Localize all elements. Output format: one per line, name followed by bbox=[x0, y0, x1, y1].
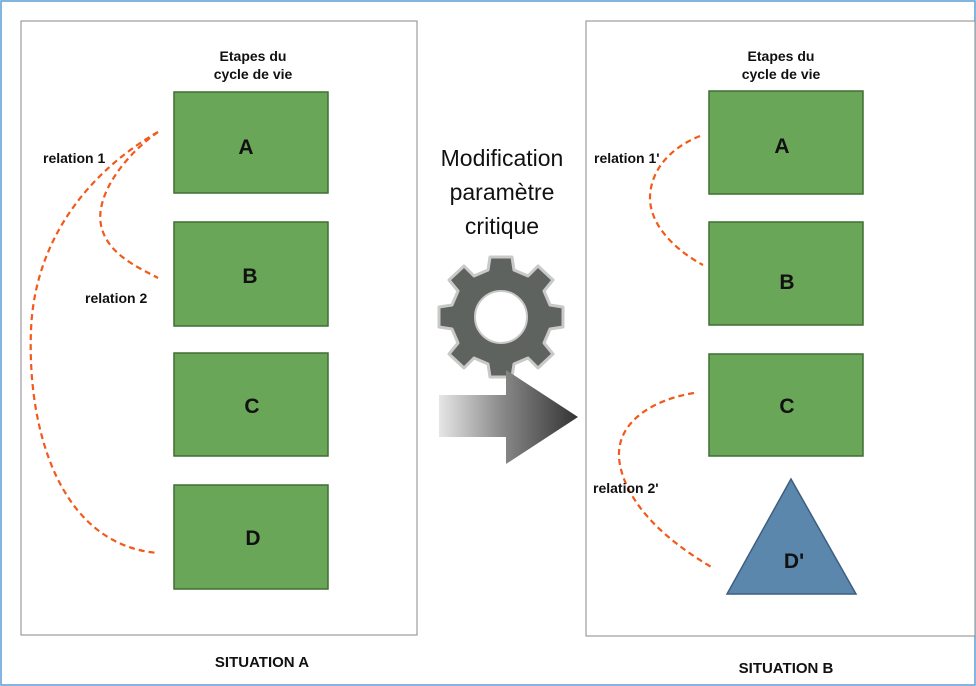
stage-c-label: C bbox=[244, 395, 259, 418]
stage-c-box: C bbox=[173, 352, 329, 457]
situation-b-panel: Etapes du cycle de vie A B C D' relation… bbox=[585, 20, 976, 677]
gear-icon bbox=[437, 255, 565, 379]
situation-a-panel: Etapes du cycle de vie A B C D relation … bbox=[20, 20, 418, 671]
panel-b-title-line-1: Etapes du bbox=[748, 48, 815, 64]
relation-1-label: relation 1 bbox=[43, 150, 105, 166]
panel-b-title-line-2: cycle de vie bbox=[742, 66, 821, 82]
panel-a-title-line-1: Etapes du bbox=[220, 48, 287, 64]
stage-d-box: D bbox=[173, 484, 329, 590]
stage-a-prime-box: A bbox=[708, 90, 864, 195]
relation-2-prime-line bbox=[617, 391, 714, 569]
stage-b-label: B bbox=[242, 265, 257, 288]
relation-1-prime-label: relation 1' bbox=[594, 150, 660, 166]
situation-a-label: SITUATION A bbox=[215, 654, 309, 671]
transition-line-3: critique bbox=[465, 213, 539, 239]
transition: Modification paramètre critique bbox=[437, 145, 578, 464]
relation-2-prime-label: relation 2' bbox=[593, 480, 659, 496]
stage-b-prime-box: B bbox=[708, 221, 864, 326]
relation-2-label: relation 2 bbox=[85, 290, 147, 306]
stage-b-prime-label: B bbox=[779, 271, 794, 294]
stage-a-prime-label: A bbox=[774, 135, 789, 158]
stage-a-label: A bbox=[238, 136, 253, 159]
stage-d-prime-label: D' bbox=[784, 550, 804, 573]
stage-c-prime-label: C bbox=[779, 395, 794, 418]
stage-b-box: B bbox=[173, 221, 329, 327]
panel-a-title-line-2: cycle de vie bbox=[214, 66, 293, 82]
stage-d-label: D bbox=[245, 527, 260, 550]
relation-2-line bbox=[99, 131, 159, 279]
transition-line-2: paramètre bbox=[450, 179, 555, 205]
relation-1-prime-line bbox=[648, 134, 704, 266]
arrow-right-icon bbox=[439, 370, 578, 464]
stage-c-prime-box: C bbox=[708, 353, 864, 457]
relation-1-line bbox=[29, 131, 159, 555]
situation-b-label: SITUATION B bbox=[739, 660, 834, 677]
stage-a-box: A bbox=[173, 91, 329, 194]
transition-line-1: Modification bbox=[441, 145, 564, 171]
stage-d-prime-triangle: D' bbox=[725, 477, 858, 595]
